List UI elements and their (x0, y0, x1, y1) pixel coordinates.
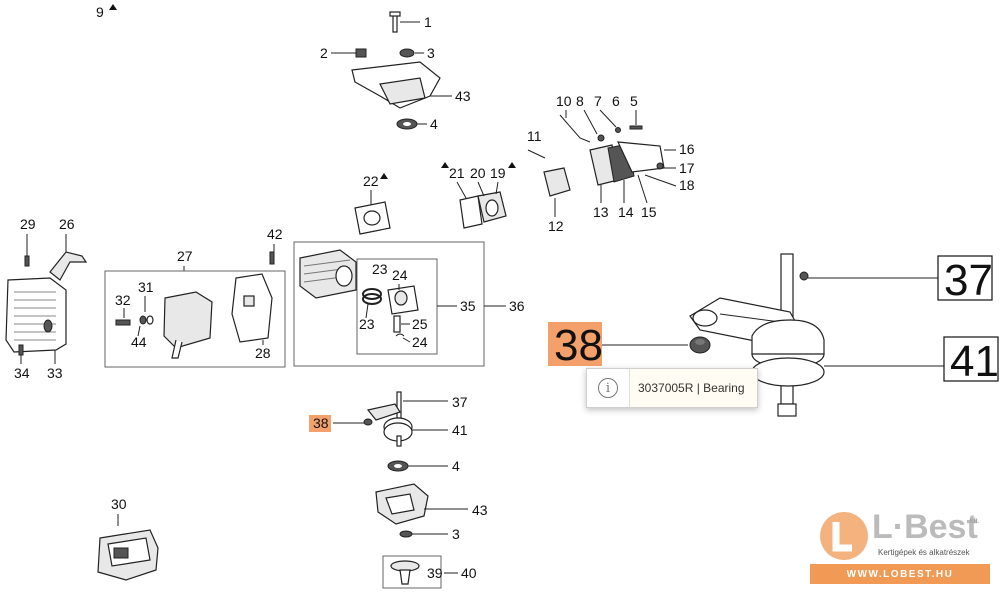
part-screw-29: 29 (20, 216, 36, 267)
part-crankcase-43b: 43 (375, 483, 488, 525)
part-cover-43a: 43 (351, 61, 471, 109)
part-tooltip: i 3037005R | Bearing (586, 368, 758, 408)
svg-text:18: 18 (679, 177, 695, 193)
box-36-cylinder-group: 23 24 23 25 24 35 36 (293, 241, 525, 367)
callout-38-highlighted[interactable]: 38 (309, 415, 364, 432)
svg-text:8: 8 (576, 93, 584, 109)
svg-text:38: 38 (313, 415, 329, 431)
svg-text:43: 43 (455, 88, 471, 104)
svg-text:37: 37 (452, 394, 468, 410)
svg-text:9: 9 (96, 4, 104, 20)
part-heat-shield-33: 33 (5, 277, 67, 381)
svg-text:42: 42 (267, 226, 283, 242)
svg-text:26: 26 (59, 216, 75, 232)
svg-text:41: 41 (950, 337, 999, 386)
svg-text:16: 16 (679, 141, 695, 157)
svg-text:13: 13 (593, 204, 609, 220)
svg-text:3: 3 (452, 526, 460, 542)
svg-text:35: 35 (460, 298, 476, 314)
small-crankshaft (363, 391, 413, 447)
zoomed-crankshaft (689, 253, 825, 417)
part-bearing-4b: 4 (387, 458, 460, 474)
svg-text:25: 25 (412, 316, 428, 332)
svg-text:2: 2 (320, 45, 328, 61)
svg-text:23: 23 (359, 316, 375, 332)
svg-text:4: 4 (430, 116, 438, 132)
svg-text:38: 38 (554, 321, 603, 370)
tooltip-text: 3037005R | Bearing (638, 381, 745, 395)
svg-text:15: 15 (641, 204, 657, 220)
svg-text:6: 6 (612, 93, 620, 109)
svg-text:17: 17 (679, 160, 695, 176)
svg-text:34: 34 (14, 365, 30, 381)
callout-21-20-19: 21 20 19 (441, 162, 516, 229)
svg-text:41: 41 (452, 422, 468, 438)
svg-text:33: 33 (47, 365, 63, 381)
logo-brand-text: L·Best (872, 508, 978, 546)
lobest-logo[interactable]: L·Best kft. Kertigépek és alkatrészek WW… (810, 508, 990, 584)
part-screw-34: 34 (14, 344, 30, 381)
svg-text:24: 24 (412, 334, 428, 350)
zoom-callout-41: 41 (824, 336, 999, 386)
svg-text:28: 28 (255, 345, 271, 361)
svg-text:20: 20 (470, 165, 486, 181)
carburetor-labels: 10 8 7 6 5 11 16 17 18 13 14 15 12 (527, 93, 695, 234)
svg-text:7: 7 (594, 93, 602, 109)
callout-37-small: 37 (403, 394, 468, 410)
logo-tagline: Kertigépek és alkatrészek (878, 548, 970, 557)
part-washer-3a: 3 (399, 45, 435, 61)
svg-text:29: 29 (20, 216, 36, 232)
box-27: 27 31 32 44 28 (104, 248, 286, 368)
svg-text:40: 40 (461, 565, 477, 581)
svg-text:32: 32 (115, 292, 131, 308)
svg-text:39: 39 (427, 565, 443, 581)
part-washer-3b: 3 (399, 526, 460, 542)
svg-text:44: 44 (131, 334, 147, 350)
svg-text:11: 11 (527, 128, 542, 144)
info-icon: i (598, 378, 618, 398)
svg-text:10: 10 (556, 93, 572, 109)
svg-text:22: 22 (363, 173, 379, 189)
svg-text:37: 37 (944, 256, 993, 305)
zoom-callout-37: 37 (808, 255, 993, 305)
part-bearing-4a: 4 (396, 116, 438, 132)
svg-text:3: 3 (427, 45, 435, 61)
svg-text:31: 31 (138, 279, 154, 295)
box-40-gear: 39 40 (382, 555, 477, 589)
svg-text:30: 30 (111, 496, 127, 512)
zoom-callout-38-highlighted[interactable]: 38 (548, 321, 688, 370)
svg-text:43: 43 (472, 502, 488, 518)
callout-9[interactable]: 9 (96, 4, 117, 20)
carburetor-parts (527, 109, 677, 217)
part-bolt-1: 1 (389, 11, 432, 33)
svg-text:12: 12 (548, 218, 564, 234)
triangle-marker-icon (109, 4, 117, 10)
logo-url[interactable]: WWW.LOBEST.HU (810, 564, 990, 584)
part-screw-42: 42 (267, 226, 283, 265)
svg-text:5: 5 (630, 93, 638, 109)
svg-text:36: 36 (509, 298, 525, 314)
svg-text:4: 4 (452, 458, 460, 474)
callout-41-small: 41 (412, 422, 468, 438)
logo-mark (820, 512, 868, 560)
logo-suffix: kft. (970, 518, 980, 525)
svg-text:23: 23 (372, 261, 388, 277)
svg-text:27: 27 (177, 248, 193, 264)
part-nut-2: 2 (320, 45, 367, 61)
svg-text:14: 14 (618, 204, 634, 220)
svg-text:19: 19 (490, 165, 506, 181)
part-bracket-26: 26 (49, 216, 88, 281)
svg-text:24: 24 (392, 267, 408, 283)
callout-22: 22 (354, 173, 391, 235)
part-crankcase-30: 30 (97, 496, 159, 581)
svg-text:21: 21 (449, 165, 465, 181)
svg-text:1: 1 (424, 14, 432, 30)
